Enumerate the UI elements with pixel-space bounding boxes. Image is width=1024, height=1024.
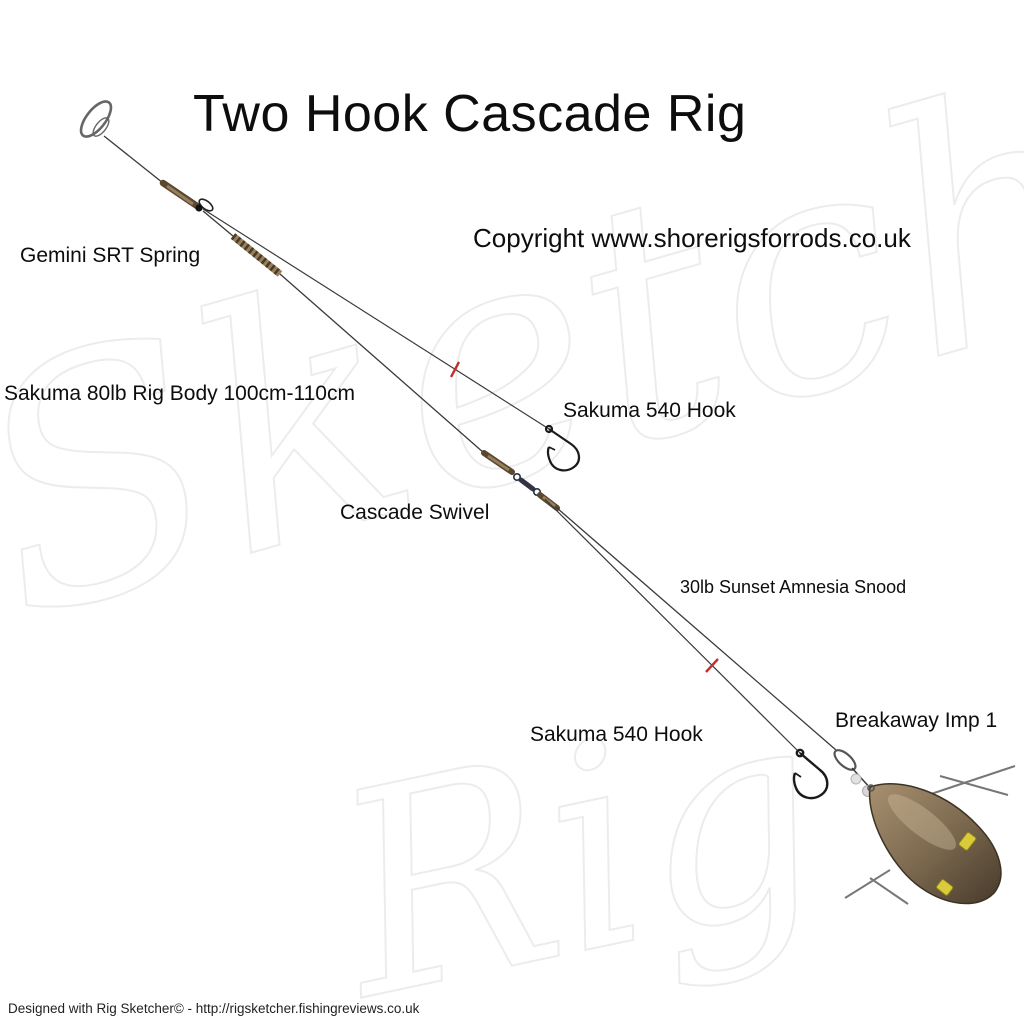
label-hook-bottom: Sakuma 540 Hook: [530, 723, 703, 746]
page-title: Two Hook Cascade Rig: [193, 85, 747, 143]
spring-crimp-icon: [159, 179, 201, 210]
hook-top-icon: [544, 424, 581, 472]
label-hook-top: Sakuma 540 Hook: [563, 399, 736, 422]
label-snood: 30lb Sunset Amnesia Snood: [680, 577, 907, 597]
hook-bottom-icon: [792, 748, 829, 800]
label-weight: Breakaway Imp 1: [835, 709, 998, 732]
bead-yellow-icon: [958, 831, 977, 851]
snood-line: [202, 208, 550, 430]
lead-clip-icon: [833, 749, 857, 771]
grip-wires-icon: [844, 765, 1016, 905]
rig-body-line: [103, 135, 164, 184]
label-cascade-swivel: Cascade Swivel: [340, 501, 490, 524]
label-rig-body: Sakuma 80lb Rig Body 100cm-110cm: [4, 382, 355, 405]
rig-body-line: [556, 507, 837, 751]
snood-knot-icon: [195, 198, 214, 212]
bead-yellow-icon: [936, 879, 954, 896]
label-gemini-srt-spring: Gemini SRT Spring: [20, 244, 201, 267]
cascade-swivel-icon: [481, 450, 560, 511]
stop-mark-icon: [449, 361, 461, 378]
gemini-srt-spring-icon: [230, 233, 283, 277]
footer-credit: Designed with Rig Sketcher© - http://rig…: [8, 1001, 420, 1016]
lead-weight-icon: [867, 783, 1002, 905]
copyright-text: Copyright www.shorerigsforrods.co.uk: [473, 223, 911, 253]
rig-body-line: [202, 210, 234, 237]
rig-body-line: [279, 273, 485, 454]
snap-link-icon: [79, 100, 113, 138]
stop-mark-icon: [705, 658, 719, 673]
snood-line: [544, 498, 801, 754]
